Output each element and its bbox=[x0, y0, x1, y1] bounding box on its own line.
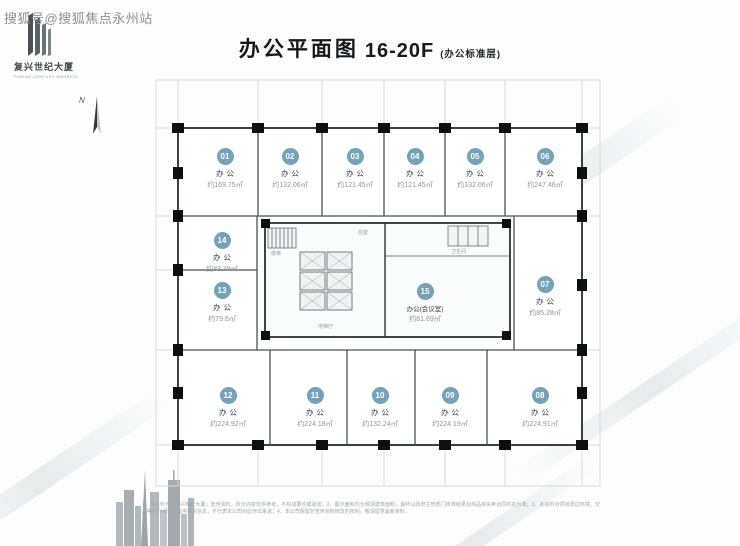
title-main: 办公平面图 bbox=[238, 38, 359, 61]
unit-08-type: 办公 bbox=[531, 408, 552, 417]
stair-hatch bbox=[267, 227, 297, 249]
unit-08-area: 约224.91㎡ bbox=[522, 421, 558, 428]
north-arrow: N bbox=[79, 94, 106, 145]
unit-07-badge: 07 bbox=[536, 276, 554, 293]
unit-13: 13 办公 约79.6㎡ bbox=[190, 282, 254, 324]
unit-05-area: 约132.06㎡ bbox=[457, 182, 493, 189]
unit-05: 05 办公 约132.06㎡ bbox=[443, 148, 507, 190]
title-sub: (办公标准层) bbox=[440, 49, 502, 60]
unit-10-area: 约132.24㎡ bbox=[362, 421, 398, 428]
disclaimer-text: 1、本资料为「复兴世纪大厦」宣传资料，所示内容仅供参考，不构成要约或承诺；2、图… bbox=[142, 502, 600, 516]
unit-02-badge: 02 bbox=[281, 148, 299, 165]
unit-08: 08 办公 约224.91㎡ bbox=[508, 387, 572, 429]
unit-12-badge: 12 bbox=[219, 387, 237, 404]
restroom-block bbox=[447, 225, 489, 247]
north-label: N bbox=[79, 96, 85, 105]
unit-15-badge: 15 bbox=[416, 283, 434, 300]
unit-11-area: 约224.18㎡ bbox=[297, 421, 333, 428]
sohu-watermark: 搜狐号@搜狐焦点永州站 bbox=[4, 11, 153, 26]
logo-building-icon bbox=[28, 13, 51, 56]
unit-13-area: 约79.6㎡ bbox=[208, 316, 236, 323]
unit-02-area: 约132.06㎡ bbox=[272, 182, 308, 189]
unit-13-badge: 13 bbox=[213, 282, 231, 299]
unit-01-area: 约169.75㎡ bbox=[207, 182, 243, 189]
unit-11-badge: 11 bbox=[306, 387, 324, 404]
unit-10: 10 办公 约132.24㎡ bbox=[348, 387, 412, 429]
unit-12-area: 约224.92㎡ bbox=[210, 421, 246, 428]
unit-04-area: 约121.45㎡ bbox=[397, 182, 433, 189]
unit-06-badge: 06 bbox=[536, 148, 554, 165]
unit-12-type: 办公 bbox=[219, 408, 240, 417]
unit-14-type: 办公 bbox=[213, 253, 234, 262]
unit-03-area: 约121.45㎡ bbox=[337, 182, 373, 189]
unit-01: 01 办公 约169.75㎡ bbox=[193, 148, 257, 190]
unit-07: 07 办公 约85.28㎡ bbox=[513, 276, 577, 318]
service-core bbox=[264, 222, 511, 338]
unit-02: 02 办公 约132.06㎡ bbox=[258, 148, 322, 190]
unit-13-type: 办公 bbox=[213, 303, 234, 312]
unit-08-badge: 08 bbox=[531, 387, 549, 404]
unit-06-area: 约247.46㎡ bbox=[527, 182, 563, 189]
unit-02-type: 办公 bbox=[281, 169, 302, 178]
unit-14-area: 约83.39㎡ bbox=[206, 266, 238, 273]
unit-06: 06 办公 约247.46㎡ bbox=[513, 148, 577, 190]
unit-14: 14 办公 约83.39㎡ bbox=[190, 232, 254, 274]
north-needle-icon bbox=[93, 96, 101, 134]
unit-12: 12 办公 约224.92㎡ bbox=[196, 387, 260, 429]
logo-name-cn: 复兴世纪大厦 bbox=[14, 62, 75, 72]
unit-10-badge: 10 bbox=[371, 387, 389, 404]
unit-03: 03 办公 约121.45㎡ bbox=[323, 148, 387, 190]
unit-11-type: 办公 bbox=[306, 408, 327, 417]
project-logo: 复兴世纪大厦 FUXING CENTURY MANSION bbox=[14, 10, 94, 79]
unit-10-type: 办公 bbox=[371, 408, 392, 417]
core-label-restroom: 卫生间 bbox=[451, 249, 467, 255]
core-label-elevator-hall: 电梯厅 bbox=[318, 324, 334, 330]
page-title: 办公平面图 16-20F (办公标准层) bbox=[0, 33, 740, 63]
core-label-stair: 楼梯 bbox=[271, 251, 282, 257]
unit-15-type: 办公(会议室) bbox=[406, 306, 444, 313]
elevator-bank bbox=[299, 251, 353, 311]
unit-11: 11 办公 约224.18㎡ bbox=[283, 387, 347, 429]
unit-04: 04 办公 约121.45㎡ bbox=[383, 148, 447, 190]
core-label-vestibule: 前室 bbox=[358, 230, 369, 236]
logo-name-en: FUXING CENTURY MANSION bbox=[14, 74, 78, 79]
unit-15: 15 办公(会议室) 约61.69㎡ bbox=[393, 283, 457, 324]
unit-03-type: 办公 bbox=[346, 169, 367, 178]
unit-09-badge: 09 bbox=[441, 387, 459, 404]
unit-04-type: 办公 bbox=[406, 169, 427, 178]
unit-05-badge: 05 bbox=[466, 148, 484, 165]
unit-07-type: 办公 bbox=[536, 297, 557, 306]
unit-01-type: 办公 bbox=[216, 169, 237, 178]
unit-05-type: 办公 bbox=[466, 169, 487, 178]
unit-14-badge: 14 bbox=[213, 232, 231, 249]
floor-plan: 楼梯 前室 电梯厅 卫生间 01 办公 约169.75㎡ 02 办公 约132.… bbox=[148, 78, 608, 490]
unit-09-type: 办公 bbox=[441, 408, 462, 417]
unit-07-area: 约85.28㎡ bbox=[529, 310, 561, 317]
unit-04-badge: 04 bbox=[406, 148, 424, 165]
unit-06-type: 办公 bbox=[536, 169, 557, 178]
unit-15-area: 约61.69㎡ bbox=[409, 316, 441, 323]
unit-01-badge: 01 bbox=[216, 148, 234, 165]
unit-03-badge: 03 bbox=[346, 148, 364, 165]
unit-09: 09 办公 约224.19㎡ bbox=[418, 387, 482, 429]
unit-09-area: 约224.19㎡ bbox=[432, 421, 468, 428]
title-floors: 16-20F bbox=[364, 40, 435, 62]
